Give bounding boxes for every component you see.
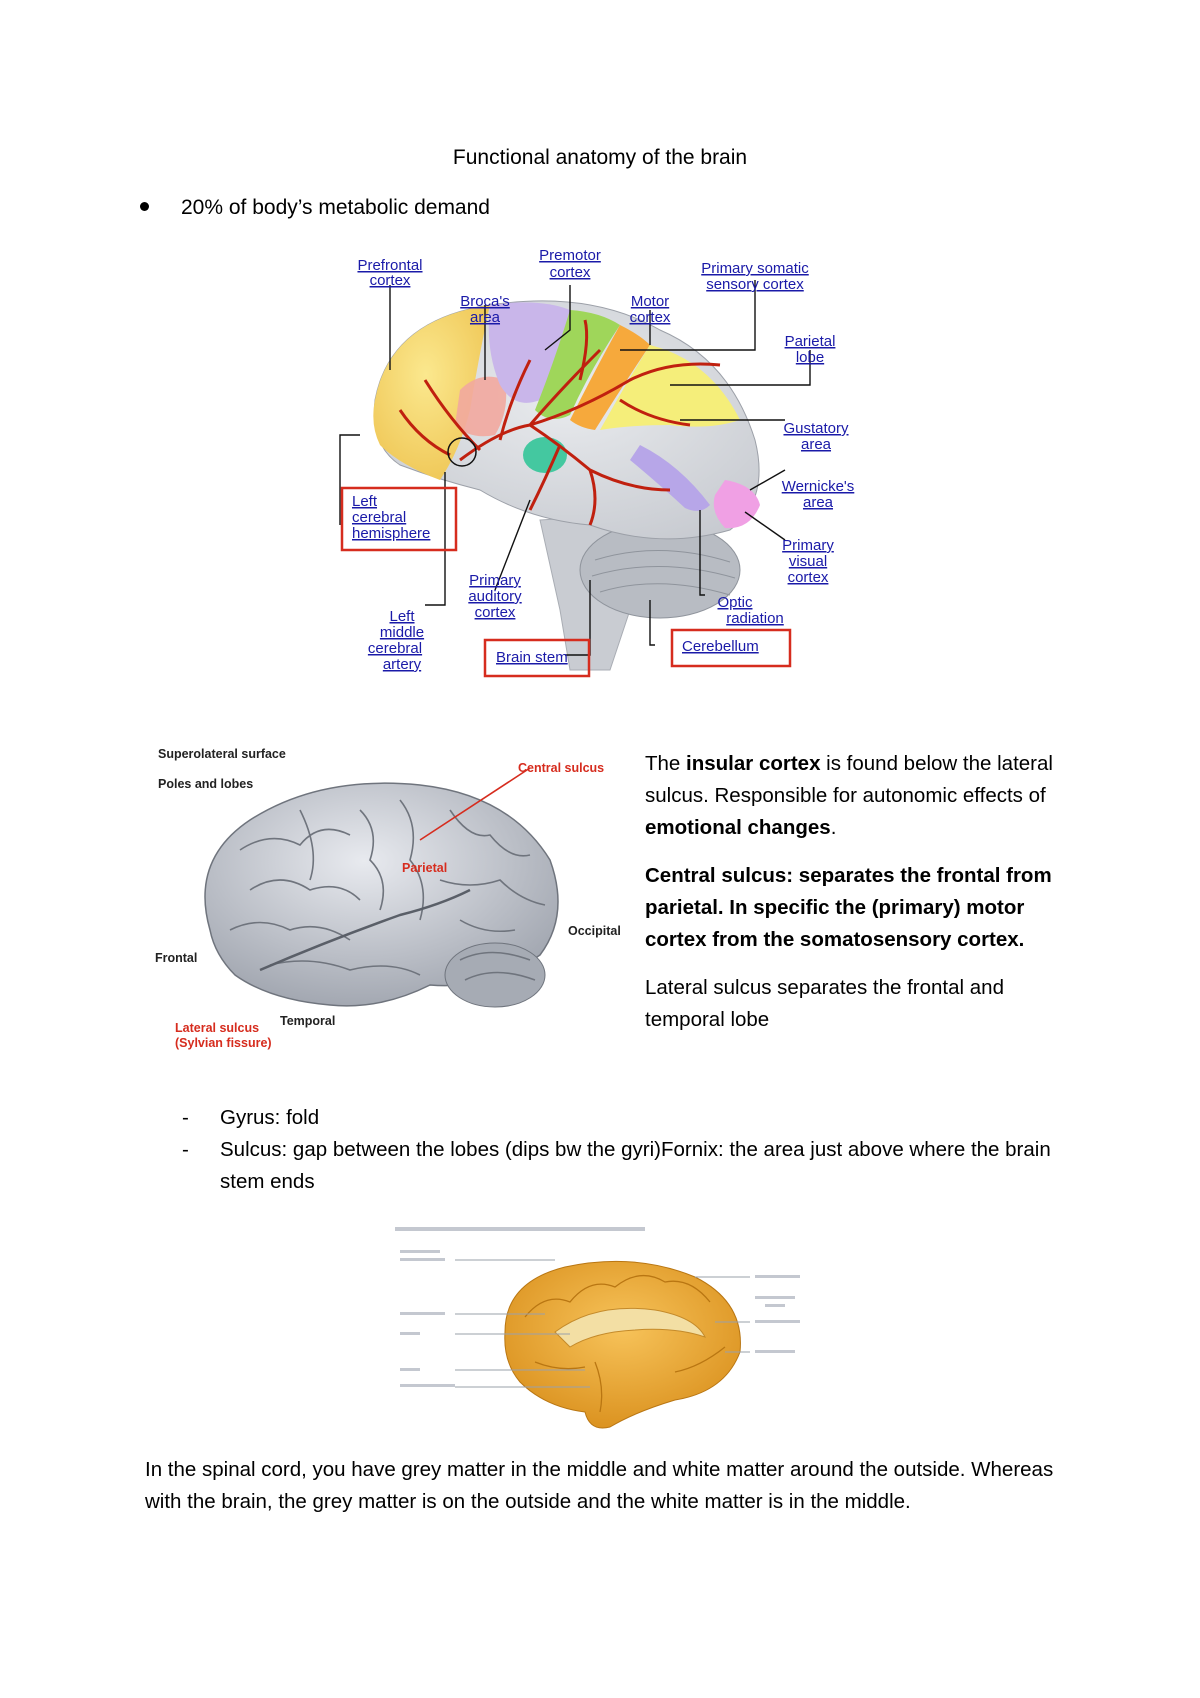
label-auditory-1: Primary [469, 572, 521, 589]
superolateral-label: Superolateral surface [158, 747, 286, 761]
label-gustatory-2: area [801, 436, 832, 453]
label-broca-1: Broca's [460, 293, 510, 310]
label-optic-2: radiation [726, 610, 784, 627]
label-motor-1: Motor [631, 293, 669, 310]
label-left-middle-3: cerebral [368, 640, 422, 657]
small-label-marks [400, 1250, 800, 1387]
visual-region [713, 480, 760, 529]
cerebellum-shape-2 [444, 942, 546, 1008]
highlight-box-cerebellum [670, 628, 792, 668]
artery-origin-marker [447, 437, 477, 467]
bullet-dot-icon [140, 201, 149, 211]
somatic-region [570, 325, 650, 430]
central-sulcus-paragraph: Central sulcus: separates the frontal fr… [645, 864, 1052, 951]
caption-line [395, 1227, 645, 1231]
lateral-sulcus-paragraph: Lateral sulcus separates the frontal and… [645, 976, 1004, 1031]
label-left-cerebral-2: cerebral [352, 509, 406, 526]
label-gustatory-1: Gustatory [783, 420, 849, 437]
medial-brain-figure [395, 1227, 800, 1429]
list-item: -Gyrus: fold [182, 1106, 320, 1129]
highlight-box-brain-stem [483, 638, 591, 678]
label-prefrontal-2: cortex [370, 272, 411, 289]
lateral-sulcus-label-1: Lateral sulcus [175, 1021, 259, 1035]
leader-lines [339, 280, 811, 656]
page-title: Functional anatomy of the brain [452, 146, 748, 169]
list-item: -Sulcus: gap between the lobes (dips bw … [182, 1138, 1051, 1193]
definition-list: -Gyrus: fold -Sulcus: gap between the lo… [182, 1102, 1062, 1198]
central-sulcus-pointer [419, 767, 531, 841]
frontal-label: Frontal [155, 951, 197, 965]
bullet-text: 20% of body’s metabolic demand [181, 196, 490, 219]
label-visual-3: cortex [788, 569, 829, 586]
label-parietal-1: Parietal [785, 333, 836, 350]
bullet-item: 20% of body’s metabolic demand [140, 196, 490, 220]
medial-brain-shape [504, 1260, 741, 1429]
label-motor-2: cortex [630, 309, 671, 326]
parietal-label: Parietal [402, 861, 447, 875]
label-optic-1: Optic [717, 594, 753, 611]
label-premotor-1: Premotor [539, 250, 601, 264]
corpus-callosum-shape [554, 1307, 706, 1348]
labeled-brain-figure: Prefrontal cortex Premotor cortex Primar… [339, 250, 855, 678]
label-parietal-2: lobe [796, 349, 824, 366]
label-somatic-1: Primary somatic [701, 260, 809, 277]
label-wernicke-1: Wernicke's [782, 478, 855, 495]
occipital-label: Occipital [568, 924, 621, 938]
insular-paragraph: The insular cortex is found below the la… [645, 752, 1053, 839]
label-left-middle-1: Left [389, 608, 415, 625]
wernicke-region [630, 445, 710, 511]
side-text-block: The insular cortex is found below the la… [645, 748, 1075, 1052]
gyri-pattern [229, 799, 546, 981]
lateral-sulcus-line [259, 888, 471, 972]
label-premotor-2: cortex [550, 264, 591, 281]
bottom-paragraph: In the spinal cord, you have grey matter… [145, 1458, 1054, 1513]
gustatory-region [523, 437, 567, 473]
lateral-sulcus-label-2: (Sylvian fissure) [175, 1036, 272, 1050]
central-sulcus-label: Central sulcus [518, 761, 604, 775]
label-cerebellum: Cerebellum [682, 638, 759, 655]
highlight-box-left-cerebral [340, 486, 458, 552]
highlight-boxes [340, 486, 792, 678]
poles-label: Poles and lobes [158, 777, 253, 791]
label-left-cerebral-3: hemisphere [352, 525, 430, 542]
label-brain-stem: Brain stem [496, 649, 568, 666]
temporal-label: Temporal [280, 1014, 335, 1028]
label-wernicke-2: area [803, 494, 834, 511]
label-auditory-3: cortex [475, 604, 516, 621]
label-left-middle-2: middle [380, 624, 424, 641]
motor-region [535, 310, 620, 419]
label-auditory-2: auditory [468, 588, 522, 605]
superolateral-brain-figure: Superolateral surface Poles and lobes Ce… [155, 747, 621, 1050]
label-left-cerebral-1: Left [352, 493, 378, 510]
broca-region [455, 376, 507, 437]
pointer-lines [455, 1259, 750, 1388]
label-left-middle-4: artery [383, 656, 422, 673]
label-broca-2: area [470, 309, 501, 326]
label-visual-1: Primary [782, 537, 834, 554]
label-visual-2: visual [789, 553, 827, 570]
label-prefrontal-1: Prefrontal [357, 257, 422, 274]
label-somatic-2: sensory cortex [706, 276, 804, 293]
